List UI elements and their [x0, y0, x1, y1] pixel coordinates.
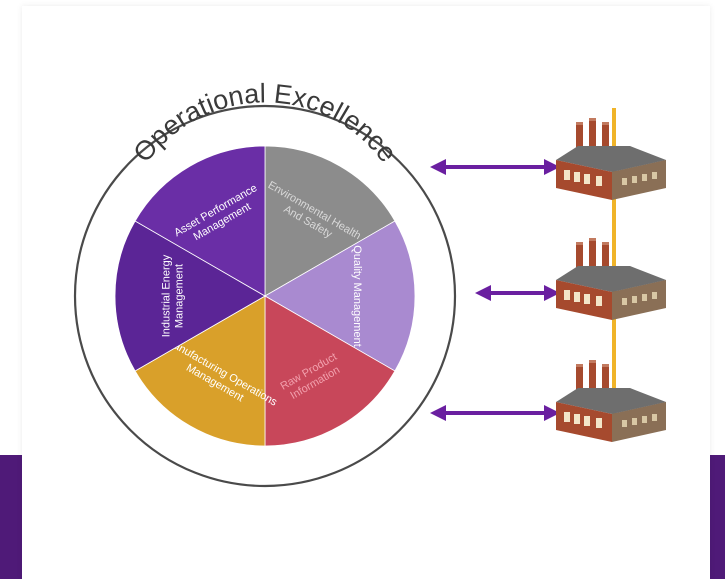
pie-segment-2: [264, 220, 416, 372]
pie-segment-label-line: Quality Management: [351, 245, 363, 347]
factory-icon: [556, 238, 666, 320]
pie-segment-1: [264, 145, 396, 297]
pie-segment-4: [134, 295, 266, 447]
left-purple-band: [0, 455, 22, 579]
pie-segment-label-2: Quality Management: [351, 245, 363, 347]
pie-segment-6: [134, 145, 266, 297]
pie-segment-5: [114, 220, 266, 372]
pie-segment-3: [264, 295, 396, 447]
pie-segment-label-line: Management: [174, 264, 186, 328]
factory-icon: [556, 360, 666, 442]
factory-icon: [556, 118, 666, 200]
factories-group: [556, 118, 666, 442]
right-purple-band: [710, 455, 725, 579]
pie-segment-label-line: Industrial Energy: [161, 254, 173, 337]
